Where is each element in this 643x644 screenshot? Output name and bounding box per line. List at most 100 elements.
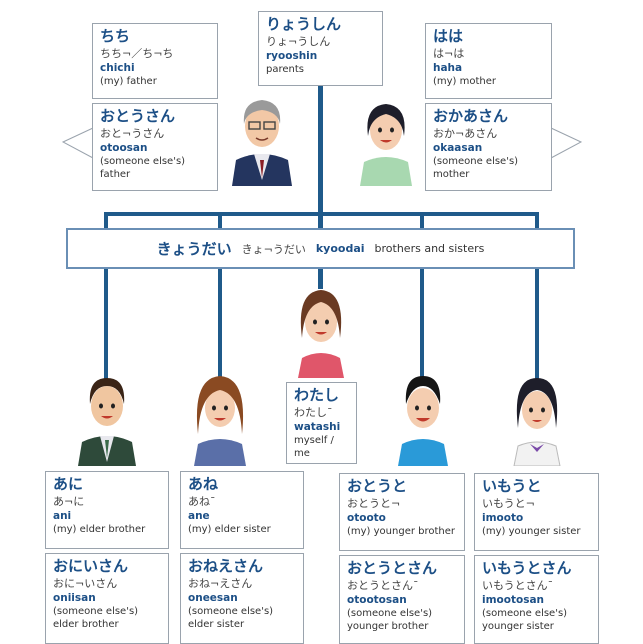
mother-other-tail (550, 127, 582, 159)
mother-my-gloss: (my) mother (433, 76, 497, 87)
younger-brother-my-gloss: (my) younger brother (347, 526, 456, 537)
mother-other-accent: おか¬あさん (433, 127, 498, 140)
drop-line-2 (218, 212, 222, 228)
parents-accent: りょ¬うしん (266, 35, 331, 48)
siblings-gloss: brothers and sisters (374, 242, 485, 255)
self-illustration (298, 290, 344, 378)
elder-sister-other-gloss1: (someone else's) (188, 606, 274, 617)
mother-other-card: おかあさん おか¬あさん okaasan (someone else's) mo… (425, 103, 552, 191)
child-line-3 (318, 269, 323, 289)
father-other-word: おとうさん (100, 107, 176, 125)
younger-sister-other-gloss1: (someone else's) (482, 608, 568, 619)
elder-sister-my-accent: あね¯ (188, 495, 216, 508)
siblings-accent: きょ¬うだい (241, 242, 306, 256)
father-other-gloss2: father (100, 169, 131, 180)
elder-sister-illustration (194, 376, 246, 466)
self-gloss: myself / me (294, 435, 334, 459)
younger-brother-other-gloss1: (someone else's) (347, 608, 433, 619)
younger-brother-other-gloss2: younger brother (347, 621, 429, 632)
drop-line-4 (420, 212, 424, 228)
elder-brother-my-word: あに (53, 475, 84, 493)
parents-card: りょうしん りょ¬うしん ryooshin parents (258, 11, 383, 86)
younger-brother-other-accent: おとうとさん¯ (347, 579, 419, 592)
father-other-romaji: otoosan (100, 142, 148, 154)
elder-brother-other-card: おにいさん おに¬いさん oniisan (someone else's) el… (45, 553, 169, 644)
younger-sister-my-gloss: (my) younger sister (482, 526, 581, 537)
elder-sister-other-romaji: oneesan (188, 592, 238, 604)
father-other-card: おとうさん おと¬うさん otoosan (someone else's) fa… (92, 103, 218, 191)
elder-brother-other-gloss1: (someone else's) (53, 606, 139, 617)
mother-other-gloss2: mother (433, 169, 470, 180)
younger-sister-illustration (513, 378, 561, 466)
younger-sister-other-word: いもうとさん (482, 559, 572, 577)
drop-line-5 (535, 212, 539, 228)
top-horizontal-line (104, 212, 539, 216)
younger-brother-my-word: おとうと (347, 477, 408, 495)
child-line-1 (104, 269, 108, 379)
self-card: わたし わたし¯ watashi myself / me (286, 382, 357, 464)
elder-sister-other-gloss2: elder sister (188, 619, 245, 630)
elder-brother-my-card: あに あ¬に ani (my) elder brother (45, 471, 169, 549)
younger-brother-my-card: おとうと おとうと¬ otooto (my) younger brother (339, 473, 465, 551)
younger-sister-my-word: いもうと (482, 477, 542, 495)
elder-brother-other-accent: おに¬いさん (53, 577, 118, 590)
father-other-gloss1: (someone else's) (100, 156, 186, 167)
younger-brother-illustration (398, 376, 448, 466)
younger-sister-other-card: いもうとさん いもうとさん¯ imootosan (someone else's… (474, 555, 599, 644)
father-other-tail (62, 127, 94, 159)
father-my-word: ちち (100, 27, 131, 45)
mother-illustration (360, 104, 412, 186)
mother-my-accent: は¬は (433, 47, 465, 60)
mother-my-word: はは (433, 27, 464, 45)
elder-brother-my-romaji: ani (53, 510, 72, 522)
mother-other-romaji: okaasan (433, 142, 483, 154)
mother-my-card: はは は¬は haha (my) mother (425, 23, 552, 99)
parents-romaji: ryooshin (266, 50, 318, 62)
mother-my-romaji: haha (433, 62, 463, 74)
self-word: わたし (294, 386, 340, 404)
elder-brother-illustration (78, 378, 136, 466)
elder-sister-other-accent: おね¬えさん (188, 577, 253, 590)
younger-brother-my-accent: おとうと¬ (347, 497, 401, 510)
siblings-romaji: kyoodai (315, 242, 365, 255)
father-my-gloss: (my) father (100, 76, 157, 87)
younger-brother-other-romaji: otootosan (347, 594, 407, 606)
child-line-4 (420, 269, 424, 379)
child-line-2 (218, 269, 222, 379)
father-illustration (232, 100, 292, 186)
younger-sister-my-accent: いもうと¬ (482, 497, 535, 510)
younger-sister-my-card: いもうと いもうと¬ imooto (my) younger sister (474, 473, 599, 551)
parents-gloss: parents (266, 64, 304, 75)
elder-sister-other-card: おねえさん おね¬えさん oneesan (someone else's) el… (180, 553, 304, 644)
parents-word: りょうしん (266, 15, 342, 33)
elder-brother-other-gloss2: elder brother (53, 619, 119, 630)
mother-other-gloss1: (someone else's) (433, 156, 519, 167)
elder-sister-other-word: おねえさん (188, 557, 264, 575)
elder-brother-my-gloss: (my) elder brother (53, 524, 146, 535)
elder-brother-my-accent: あ¬に (53, 495, 85, 508)
younger-sister-other-accent: いもうとさん¯ (482, 579, 554, 592)
drop-line-1 (104, 212, 108, 228)
self-romaji: watashi (294, 421, 341, 433)
father-other-accent: おと¬うさん (100, 127, 165, 140)
father-my-romaji: chichi (100, 62, 135, 74)
younger-brother-my-romaji: otooto (347, 512, 386, 524)
siblings-banner: きょうだい きょ¬うだい kyoodai brothers and sister… (66, 228, 575, 269)
father-my-card: ちち ちち¬／ち¬ち chichi (my) father (92, 23, 218, 99)
elder-brother-other-word: おにいさん (53, 557, 129, 575)
younger-brother-other-word: おとうとさん (347, 559, 438, 577)
trunk-line (318, 85, 323, 230)
father-my-accent: ちち¬／ち¬ち (100, 47, 174, 60)
child-line-5 (535, 269, 539, 379)
younger-brother-other-card: おとうとさん おとうとさん¯ otootosan (someone else's… (339, 555, 465, 644)
younger-sister-other-gloss2: younger sister (482, 621, 554, 632)
elder-sister-my-romaji: ane (188, 510, 210, 522)
younger-sister-other-romaji: imootosan (482, 594, 545, 606)
elder-sister-my-card: あね あね¯ ane (my) elder sister (180, 471, 304, 549)
self-accent: わたし¯ (294, 406, 333, 419)
younger-sister-my-romaji: imooto (482, 512, 524, 524)
mother-other-word: おかあさん (433, 107, 509, 125)
elder-sister-my-word: あね (188, 475, 219, 493)
elder-sister-my-gloss: (my) elder sister (188, 524, 271, 535)
siblings-word: きょうだい (156, 240, 232, 258)
